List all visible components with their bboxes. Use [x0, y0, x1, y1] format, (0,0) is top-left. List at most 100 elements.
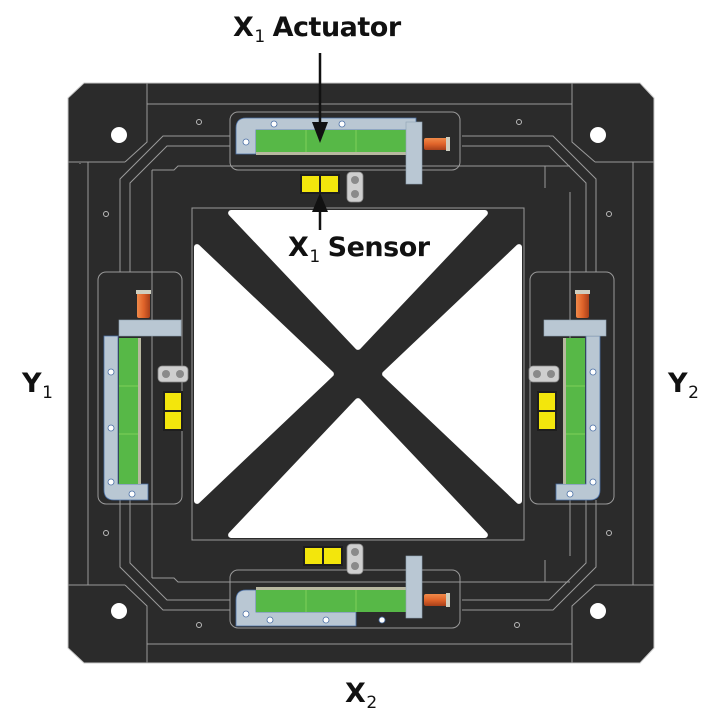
sensor-clamp: [346, 543, 364, 575]
output-bracket: [543, 319, 607, 337]
coil-cap: [136, 290, 151, 294]
coil: [424, 594, 448, 606]
x1-sensor-arrowhead: [312, 193, 328, 212]
clamp-screw: [162, 370, 170, 378]
x2-actuator: [229, 555, 461, 629]
sensor-pad: [302, 176, 319, 192]
callout-arrows: [312, 53, 328, 230]
frame-hole: [128, 490, 136, 498]
mounting-holes: [111, 127, 606, 619]
x1-actuator: [229, 111, 461, 185]
sensor-pad: [539, 393, 555, 410]
y1-actuator: [97, 271, 183, 505]
actuator-housing: [97, 271, 183, 505]
window-opening: [194, 244, 334, 504]
label-index: 1: [254, 27, 265, 47]
actuator-housing: [529, 271, 615, 505]
label-index: 2: [688, 383, 699, 403]
actuator-housing: [229, 569, 461, 629]
clamp-screw: [351, 190, 359, 198]
x1-actuator-arrowhead: [312, 122, 328, 143]
mounting-hole: [590, 127, 606, 143]
sensor-pad: [321, 176, 338, 192]
sensor-pad: [305, 548, 322, 564]
clamp-screw: [351, 562, 359, 570]
x2-label: X2: [345, 680, 377, 712]
frame-hole: [589, 424, 597, 432]
coil-cap: [446, 137, 450, 151]
y1-sensor: [163, 391, 183, 431]
frame-hole: [107, 424, 115, 432]
piezo-stack: [256, 590, 406, 612]
label-index: 2: [366, 693, 377, 713]
label-axis: Y: [668, 368, 688, 399]
sensor-clamp: [157, 365, 189, 383]
label-index: 1: [309, 247, 320, 267]
frame-hole: [378, 616, 386, 624]
coil-cap: [575, 290, 590, 294]
clamp-body: [528, 365, 560, 383]
mounting-hole: [111, 603, 127, 619]
frame-hole: [338, 120, 346, 128]
clamp-body: [346, 543, 364, 575]
frame-hole: [107, 478, 115, 486]
mounting-hole: [590, 603, 606, 619]
label-axis: X: [233, 12, 254, 43]
piezo-rail: [138, 338, 141, 484]
mounting-hole: [111, 127, 127, 143]
sensor-clamp: [528, 365, 560, 383]
coil-cap: [446, 593, 450, 607]
clamp-screw: [351, 176, 359, 184]
label-axis: X: [345, 678, 366, 709]
piezo-stack: [566, 338, 585, 484]
window-opening: [228, 210, 488, 350]
piezo-rail: [256, 152, 406, 155]
clamp-screw: [351, 548, 359, 556]
output-bracket: [405, 121, 423, 185]
piezo-rail: [256, 587, 406, 590]
clamp-screw: [533, 370, 541, 378]
output-bracket: [405, 555, 423, 619]
coil: [424, 138, 448, 150]
frame-hole: [266, 616, 274, 624]
stage-board: [67, 82, 655, 664]
x-brace-window: [194, 210, 522, 538]
frame-hole: [242, 610, 250, 618]
frame-hole: [589, 478, 597, 486]
frame-hole: [322, 616, 330, 624]
frame-hole: [589, 368, 597, 376]
coil: [137, 292, 150, 318]
x1-sensor-label: X1 Sensor: [288, 234, 430, 266]
coil: [576, 292, 589, 318]
label-text: Sensor: [327, 232, 430, 263]
y2-sensor: [537, 391, 557, 431]
frame-hole: [566, 490, 574, 498]
y1-label: Y1: [22, 368, 53, 402]
clamp-screw: [176, 370, 184, 378]
sensor-pad: [165, 412, 181, 429]
actuator-housing: [229, 111, 461, 171]
frame-hole: [242, 138, 250, 146]
board-traces: [68, 83, 654, 663]
clamp-body: [346, 171, 364, 203]
frame-hole: [270, 120, 278, 128]
output-bracket: [118, 319, 182, 337]
y2-actuator: [529, 271, 615, 505]
actuator-frame: [555, 335, 601, 501]
y2-label: Y2: [668, 368, 699, 403]
window-opening: [228, 398, 488, 538]
screw-marks: [103, 119, 612, 628]
x1-sensor: [300, 174, 340, 194]
frame-hole: [107, 368, 115, 376]
window-opening: [382, 244, 522, 504]
sensor-pad: [165, 393, 181, 410]
label-axis: Y: [22, 368, 42, 399]
piezo-stack: [256, 130, 406, 152]
sensor-clamp: [346, 171, 364, 203]
x2-sensor: [303, 546, 343, 566]
label-axis: X: [288, 232, 309, 263]
piezo-stack: [119, 338, 138, 484]
label-text: Actuator: [272, 12, 402, 43]
x1-actuator-label: X1 Actuator: [233, 14, 401, 46]
